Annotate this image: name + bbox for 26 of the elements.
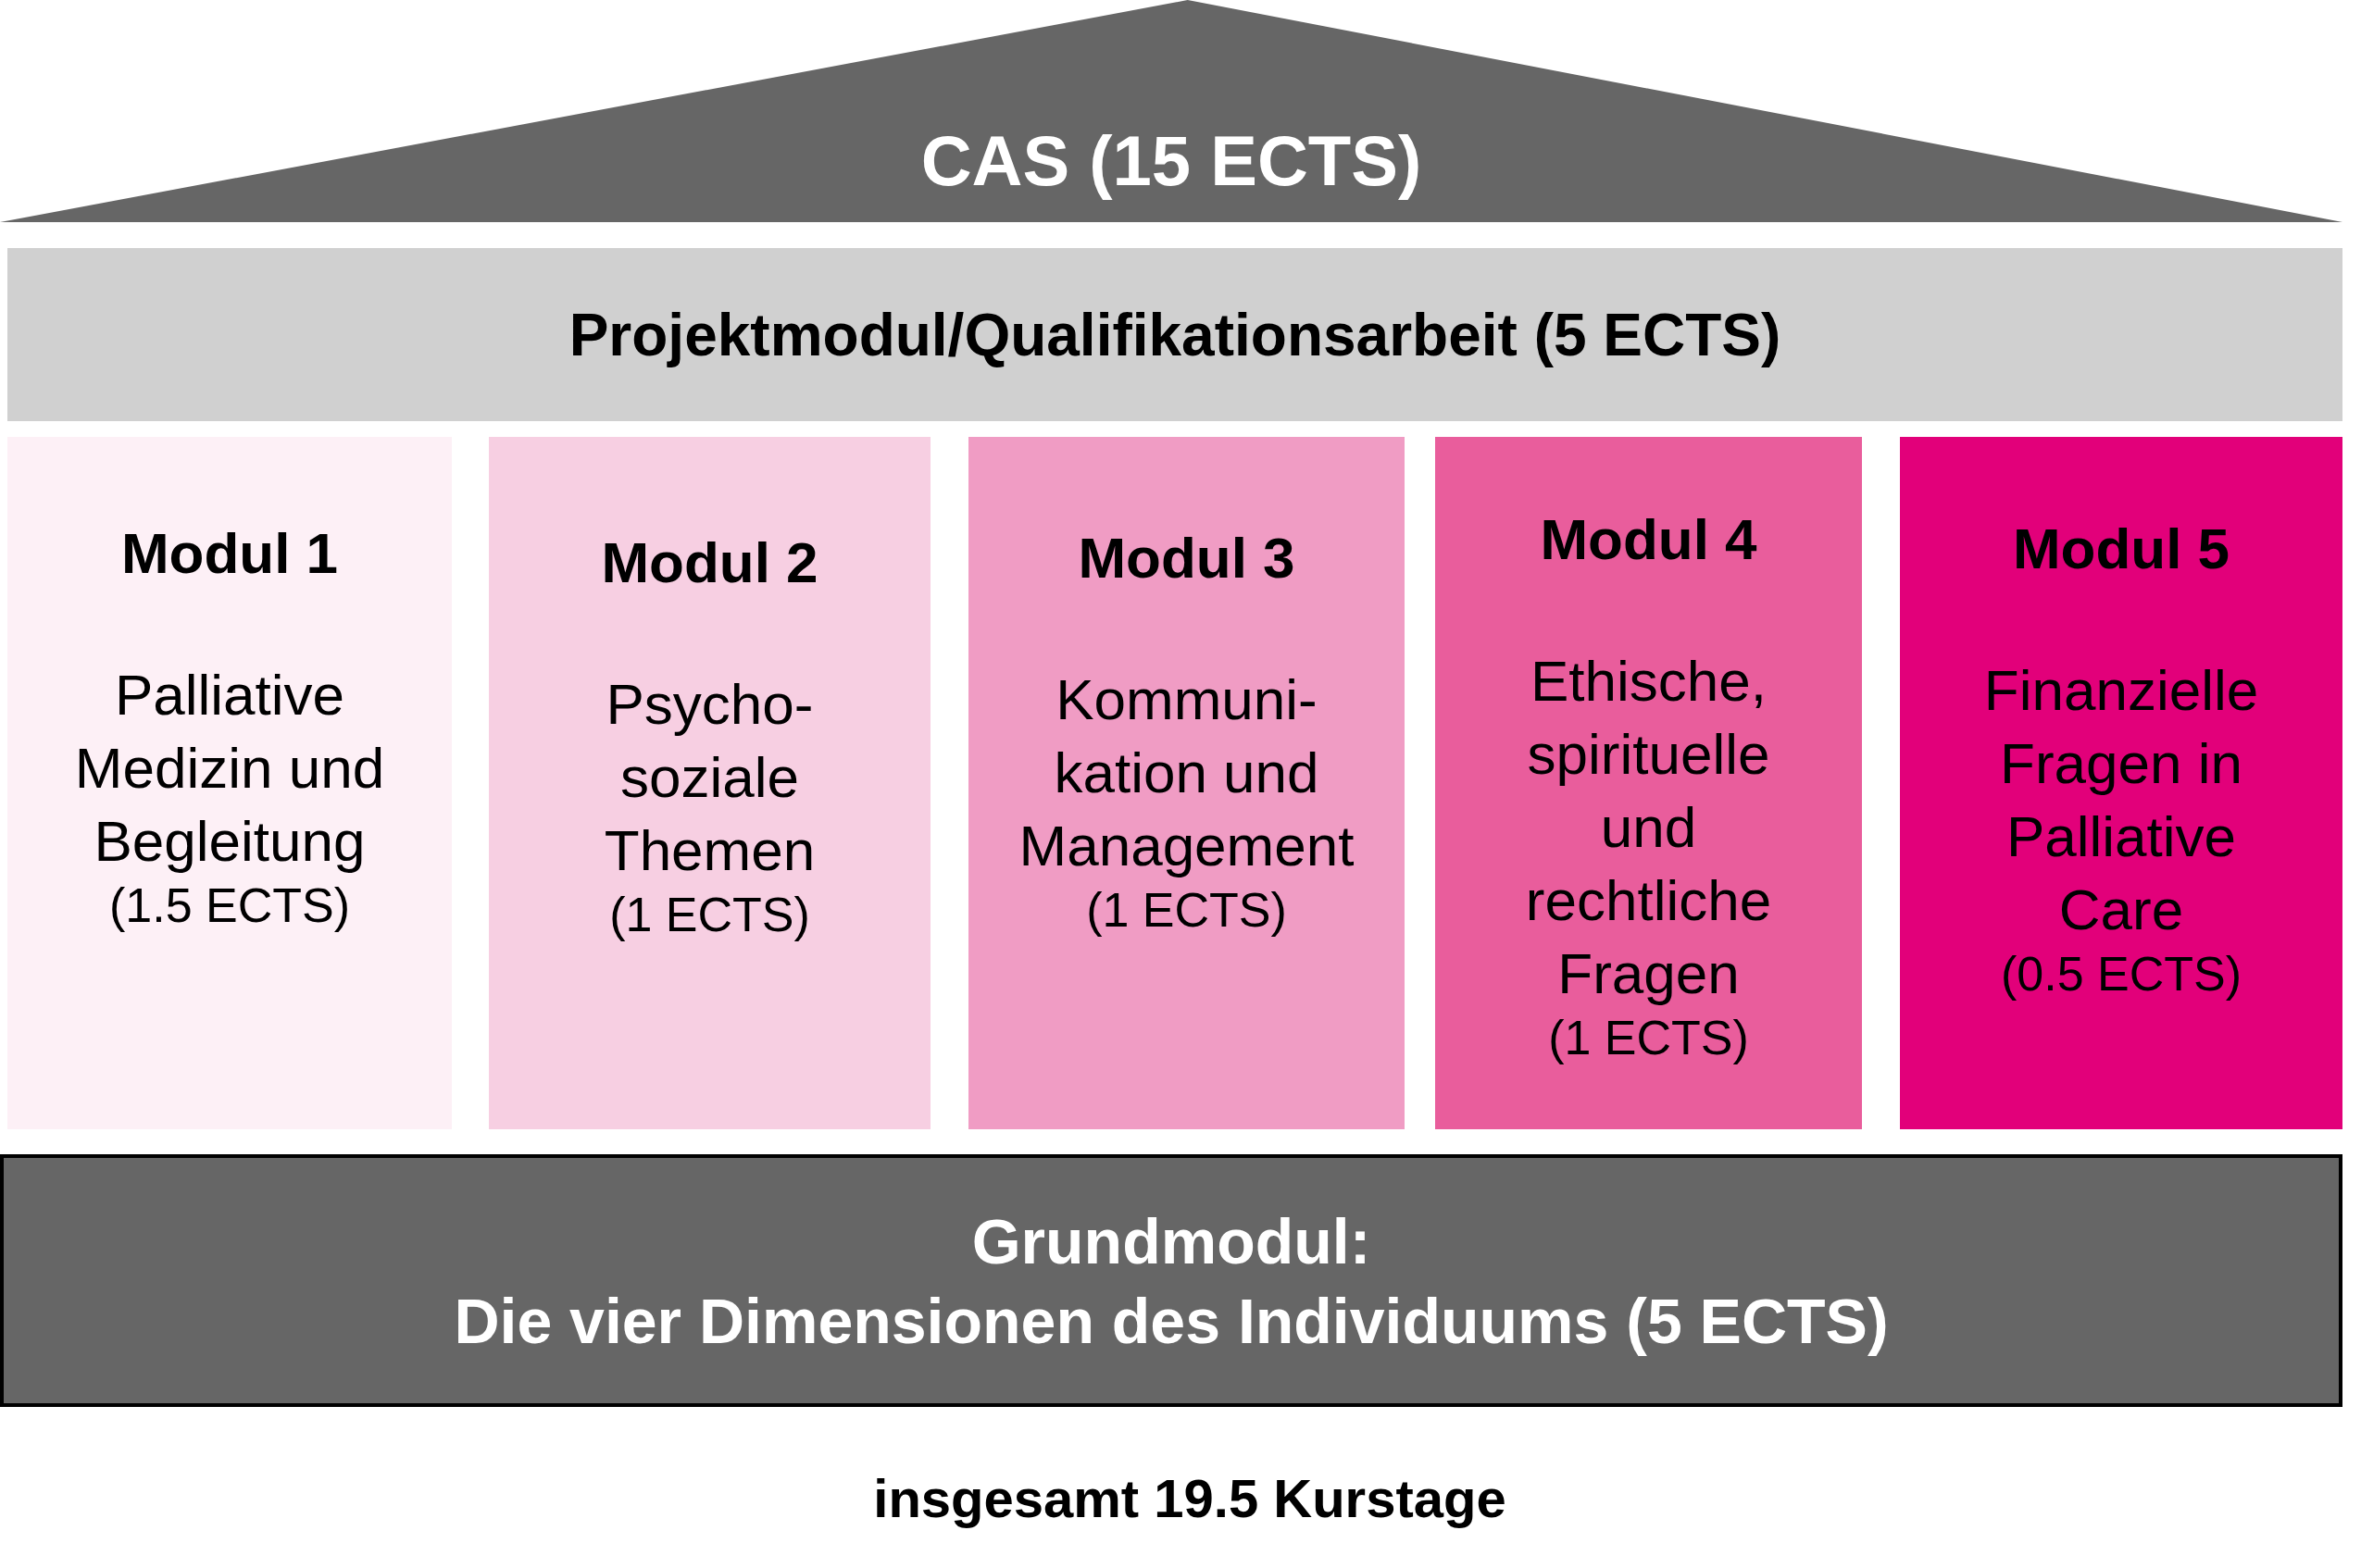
credit-points: (1 ECTS)	[609, 887, 810, 942]
band-title: Projektmodul/Qualifikationsarbeit (5 ECTS)	[568, 300, 1781, 369]
credit-points: (1 ECTS)	[1548, 1010, 1749, 1065]
credit-points: (1 ECTS)	[1086, 882, 1287, 938]
module-heading: Modul 1	[120, 520, 339, 586]
module-heading: Modul 4	[1540, 506, 1757, 572]
module-topic: Kommuni- kation und Management	[1018, 666, 1355, 879]
roof-title: CAS (15 ECTS)	[919, 120, 1423, 201]
foundation-title: Grundmodul:	[971, 1204, 1371, 1278]
module-heading: Modul 5	[2012, 516, 2230, 581]
module-box	[968, 437, 1405, 1129]
credit-points: (0.5 ECTS)	[2000, 946, 2242, 1002]
module-heading: Modul 2	[601, 529, 818, 595]
module-topic: Ethische, spirituelle und rechtliche Fragen	[1524, 648, 1773, 1007]
credit-points: (1.5 ECTS)	[108, 877, 351, 933]
module-topic: Psycho- soziale Themen	[603, 671, 817, 884]
foundation-title: Die vier Dimensionen des Individuums (5 ECTS)	[454, 1284, 1889, 1358]
module-heading: Modul 3	[1078, 525, 1295, 591]
module-box	[489, 437, 931, 1129]
foundation-box	[0, 1154, 2342, 1407]
footer-note: insgesamt 19.5 Kurstage	[872, 1467, 1507, 1529]
module-topic: Palliative Medizin und Begleitung	[73, 662, 386, 875]
module-box	[1900, 437, 2342, 1129]
module-topic: Finanzielle Fragen in Palliative Care	[1982, 657, 2260, 943]
module-box	[1435, 437, 1862, 1129]
band-box	[7, 248, 2342, 421]
